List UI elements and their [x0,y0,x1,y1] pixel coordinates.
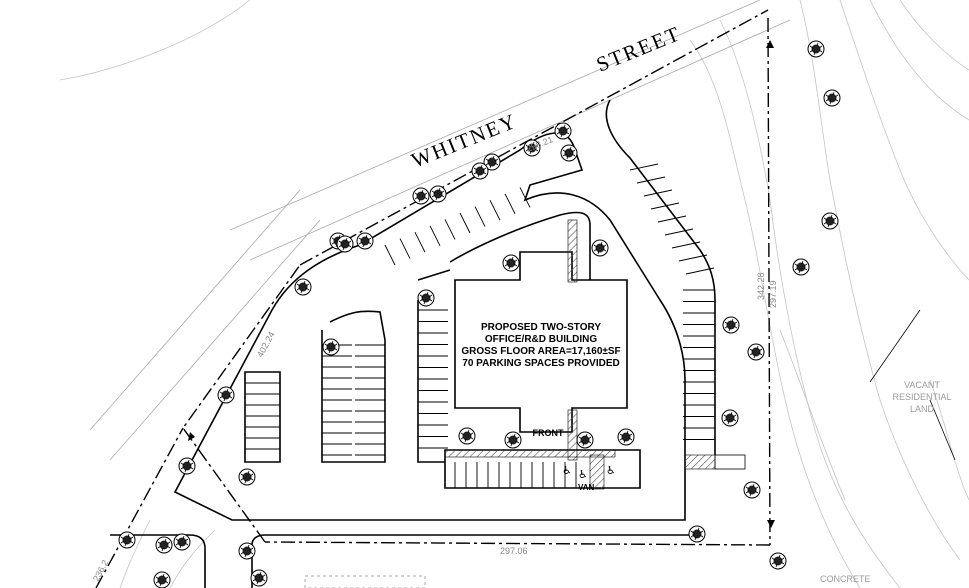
stall-line [685,267,715,275]
stall-line [399,238,411,259]
tree-icon [823,89,841,107]
land-label: LAND [910,404,935,414]
tree-icon [591,239,609,257]
tree-icon [502,254,520,272]
future-pad [304,575,426,588]
tree-icon [356,232,374,250]
dimension-southwest: 236.2 [91,558,110,583]
dumpster-pad [684,454,716,470]
building-label-line3: GROSS FLOOR AREA=17,160±SF [461,346,620,357]
stall-line [444,219,456,240]
accessible-symbol-3: ♿ [606,464,616,477]
tree-icon [153,571,171,588]
tree-icon [336,235,354,253]
stall-line [414,231,426,253]
tree-icon [178,457,196,475]
stall-line [650,202,680,210]
tree-icon [217,386,235,404]
stall-line [664,228,694,236]
stall-line [504,193,516,215]
accessible-aisle [589,454,605,490]
front-label: FRONT [533,428,564,438]
property-line [95,9,771,588]
tree-icon [743,481,761,499]
tree-icon [560,144,578,162]
building-label-line4: 70 PARKING SPACES PROVIDED [462,358,619,369]
stall-line [636,176,666,184]
van-label: VAN [578,483,595,492]
accessible-symbol-2: ♿ [578,468,588,481]
dumpster-enclosure [714,454,746,470]
tree-icon [721,409,739,427]
walkway-south [567,409,578,461]
residential-label: RESIDENTIAL [892,392,951,402]
dimension-east-2: 342.28 [756,272,766,300]
adjacent-land: VACANT RESIDENTIAL LAND CONCRETE [820,309,956,584]
stall-line [643,189,673,197]
tree-icon [155,536,173,554]
vacant-label: VACANT [904,380,940,390]
topographic-contours [59,0,969,588]
parking-stalls [245,163,715,488]
tree-icon [722,316,740,334]
tree-icon [617,428,635,446]
accessible-parking: ♿ ♿ VAN ♿ [562,464,616,492]
tree-icon [322,338,340,356]
accessible-symbol-1: ♿ [562,464,572,477]
building-label-line2: OFFICE/R&D BUILDING [485,334,597,345]
stall-line [459,212,471,234]
property-markers [188,40,775,528]
tree-icon [807,40,825,58]
tree-icon [458,427,476,445]
tree-icon [412,187,430,205]
tree-icon [417,289,435,307]
stall-line [489,199,501,221]
tree-icon [769,552,787,570]
tree-icon [554,122,572,140]
stall-line [384,244,396,266]
stall-line [519,187,531,208]
building-footprint[interactable]: PROPOSED TWO-STORY OFFICE/R&D BUILDING G… [444,219,746,490]
walkway-north [567,219,578,283]
tree-icon [238,468,256,486]
street-name-whitney: WHITNEY [408,108,521,172]
tree-icon [747,343,765,361]
stall-line [678,254,708,262]
stall-line [671,241,701,249]
tree-icon [471,162,489,180]
tree-icon [688,525,706,543]
sidewalk [444,449,616,458]
tree-icon [238,542,256,560]
tree-icon [118,531,136,549]
stall-line [629,163,659,171]
dimension-east: 297.19 [768,280,778,308]
concrete-label: CONCRETE [820,574,871,584]
tree-icon [294,278,312,296]
stall-line [429,225,441,247]
tree-icon [173,533,191,551]
stall-line [657,215,687,223]
tree-icon [429,185,447,203]
stall-line [474,206,486,227]
building-label-line1: PROPOSED TWO-STORY [481,322,601,333]
tree-icon [504,431,522,449]
tree-icon [576,431,594,449]
street-name-street: STREET [593,21,685,77]
tree-icon [821,212,839,230]
dimension-bottom: 297.06 [500,546,528,556]
tree-icon [792,258,810,276]
street-edges [89,0,791,461]
tree-icon [250,569,268,587]
